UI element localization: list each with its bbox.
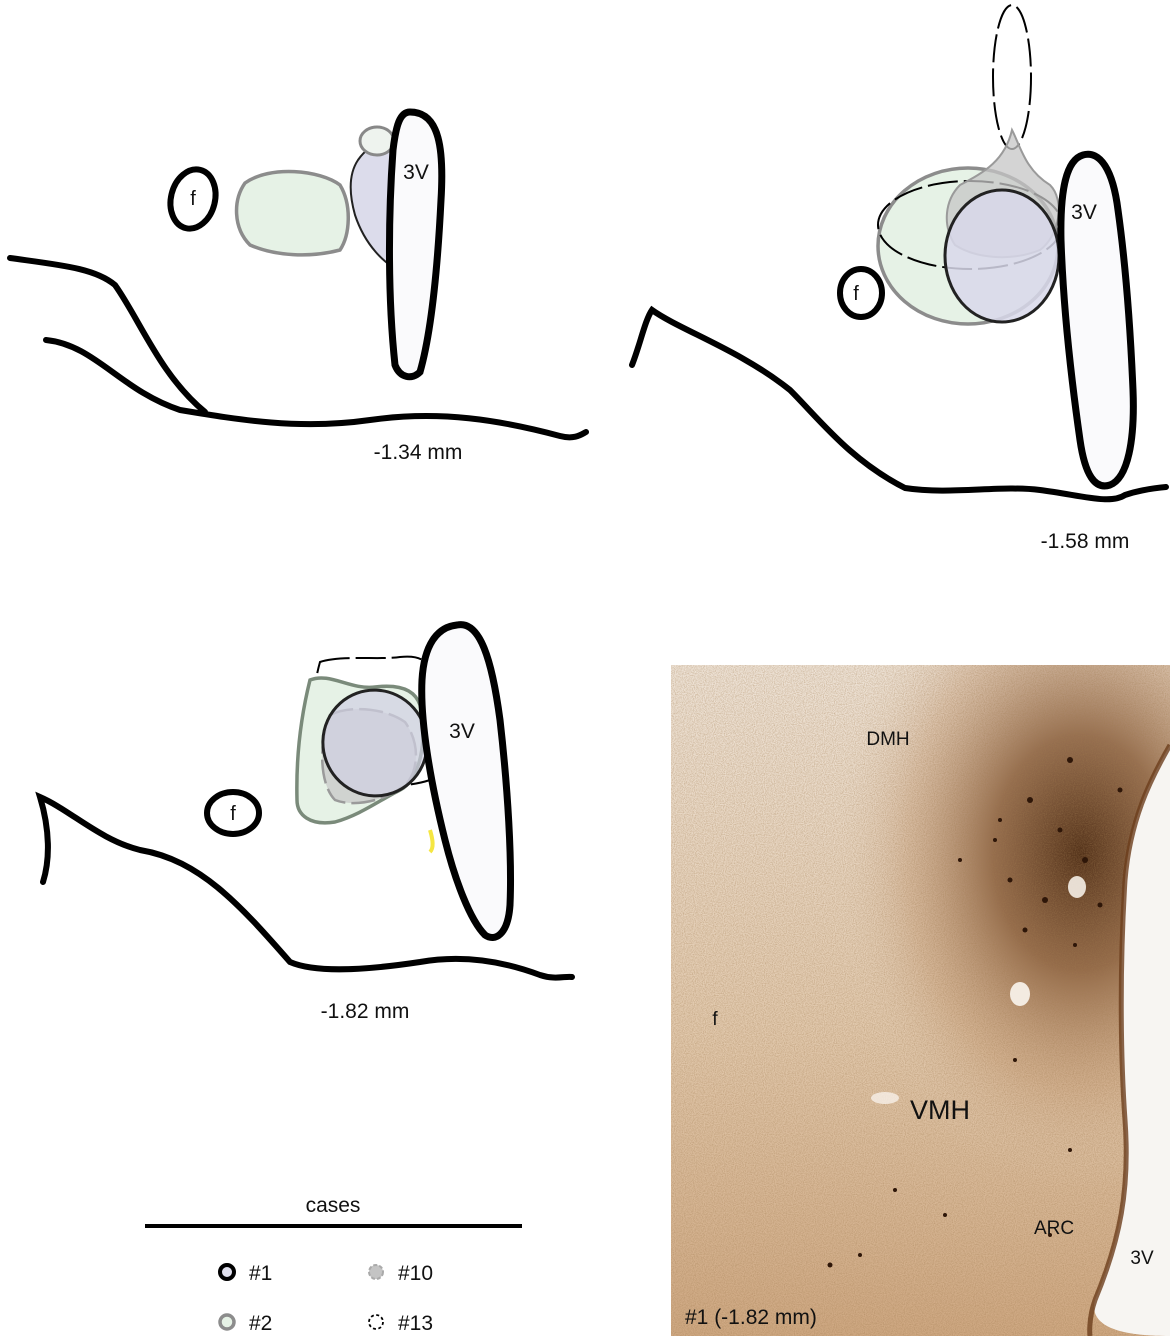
micrograph-photo: DMH f VMH ARC 3V #1 (-1.82 mm) [671,665,1170,1336]
legend: cases #1 #10 #2 #13 [145,1194,522,1335]
legend-label-case-2: #2 [249,1312,272,1335]
vessel [1068,876,1086,898]
legend-label-case-10: #10 [398,1262,433,1285]
legend-swatch-case-1 [220,1265,234,1279]
label-third-ventricle: 3V [1130,1248,1154,1269]
legend-swatch-case-13 [369,1315,383,1329]
label-fornix: f [712,1009,718,1030]
section-label: -1.82 mm [321,1000,410,1023]
fornix-outline [840,269,882,317]
legend-title: cases [306,1194,361,1217]
brain-outline-lower [46,340,586,437]
ventricle-label: 3V [449,720,475,743]
label-arc: ARC [1034,1218,1074,1239]
section-label: -1.58 mm [1041,530,1130,553]
vessel [871,1092,899,1104]
fornix-label: f [190,188,196,210]
section-panel-3: f 3V -1.82 mm [40,625,572,1023]
third-ventricle [389,112,441,377]
fornix-label: f [853,283,859,305]
label-vmh: VMH [910,1095,970,1125]
case-13-dashed-top [993,5,1031,149]
case-2-area [237,171,349,254]
vessel [1010,982,1030,1006]
case-2-small-area [360,127,394,155]
section-panel-1: f 3V -1.34 mm [10,112,586,464]
section-label: -1.34 mm [374,441,463,464]
third-ventricle [422,625,511,938]
brain-outline-upper [10,258,205,412]
ventricle-label: 3V [403,161,429,184]
legend-label-case-1: #1 [249,1262,272,1285]
legend-label-case-13: #13 [398,1312,433,1335]
ventricle-label: 3V [1071,201,1097,224]
section-panel-2: f 3V -1.58 mm [632,5,1166,553]
fornix-label: f [230,803,236,825]
case-1-area [945,190,1059,322]
legend-swatch-case-10 [369,1265,383,1279]
legend-swatch-case-2 [220,1315,234,1329]
yellow-mark [430,830,433,852]
photo-caption: #1 (-1.82 mm) [685,1306,817,1329]
label-dmh: DMH [866,729,909,750]
